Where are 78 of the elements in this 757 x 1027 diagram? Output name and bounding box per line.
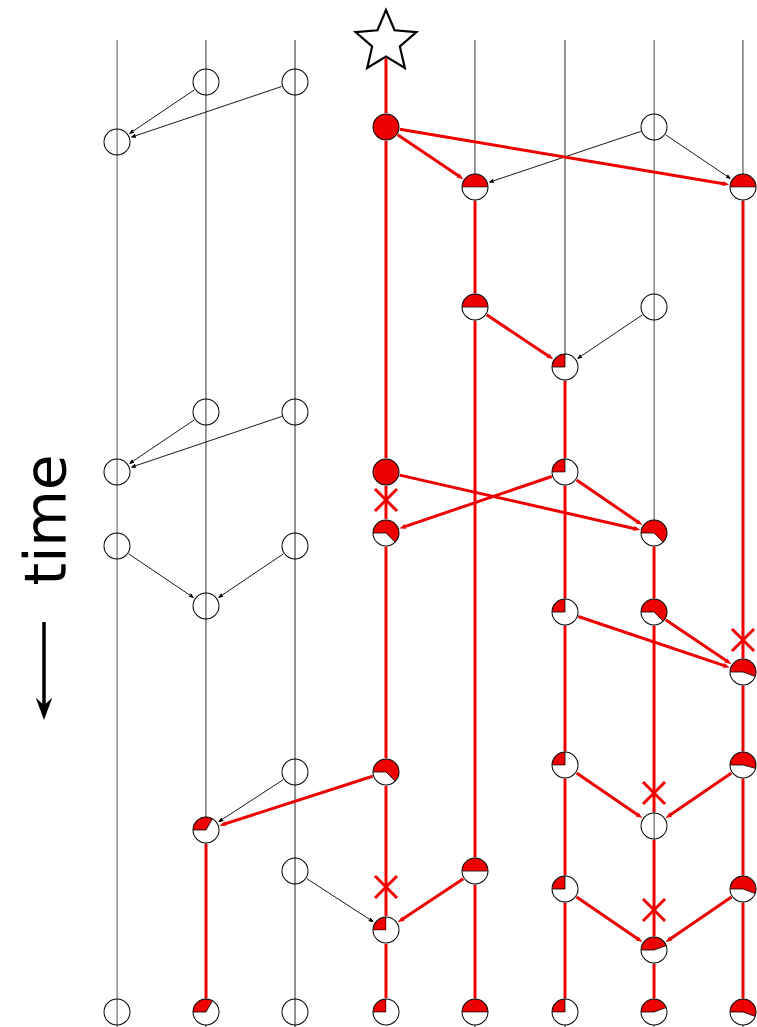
connector-line <box>473 321 477 857</box>
event-circle <box>372 916 400 944</box>
connector-line <box>563 626 567 751</box>
connector-line <box>652 547 656 598</box>
event-circle <box>372 113 400 141</box>
arrow <box>218 553 284 598</box>
event-circle <box>372 998 400 1026</box>
event-circle <box>729 998 757 1026</box>
event-circle <box>461 857 489 885</box>
event-circle <box>640 998 668 1026</box>
connector-line <box>741 686 745 751</box>
connector-line <box>652 840 656 936</box>
event-circle <box>103 458 131 486</box>
event-circle <box>640 598 668 626</box>
event-circle <box>551 353 579 381</box>
arrow <box>129 89 195 134</box>
connector-line <box>384 141 388 458</box>
event-circle <box>551 598 579 626</box>
arrow <box>489 131 642 183</box>
connector-line <box>741 201 745 658</box>
connector-line <box>563 486 567 598</box>
event-circle <box>551 998 579 1026</box>
event-circle <box>461 293 489 321</box>
connector-line <box>652 626 656 812</box>
connector-line <box>563 903 567 998</box>
event-circle <box>729 875 757 903</box>
event-circle <box>551 751 579 779</box>
event-circle <box>281 758 309 786</box>
event-circle <box>640 812 668 840</box>
event-circle <box>372 519 400 547</box>
event-circle <box>729 751 757 779</box>
arrow <box>131 416 283 468</box>
arrow <box>306 878 374 923</box>
connector-line <box>741 903 745 998</box>
event-circle <box>551 875 579 903</box>
event-circle <box>461 173 489 201</box>
event-circle <box>281 398 309 426</box>
event-circle <box>192 816 220 844</box>
event-circle <box>729 658 757 686</box>
event-circle <box>281 532 309 560</box>
event-circle <box>103 998 131 1026</box>
arrow <box>665 134 731 179</box>
connector-line <box>563 779 567 875</box>
event-circle <box>281 857 309 885</box>
axis-label: time <box>21 457 67 584</box>
arrow <box>577 314 643 359</box>
event-circle <box>281 68 309 96</box>
event-circle <box>372 458 400 486</box>
connector-line <box>741 779 745 875</box>
event-circle <box>640 519 668 547</box>
event-circle <box>192 592 220 620</box>
event-circle <box>103 532 131 560</box>
event-circle <box>192 998 220 1026</box>
event-circle <box>640 113 668 141</box>
arrow <box>131 86 283 138</box>
event-circle <box>103 128 131 156</box>
connector-line <box>384 486 388 519</box>
event-circle <box>192 68 220 96</box>
arrow <box>218 779 284 823</box>
event-circle <box>729 173 757 201</box>
arrow <box>128 553 194 598</box>
connector-line <box>204 844 208 998</box>
event-circle <box>640 293 668 321</box>
connector-line <box>384 547 388 758</box>
connector-line <box>473 201 477 293</box>
connector-line <box>384 944 388 998</box>
event-circle <box>372 758 400 786</box>
event-circle <box>640 936 668 964</box>
event-circle <box>192 398 220 426</box>
connector-line <box>652 964 656 998</box>
event-circle <box>281 998 309 1026</box>
connector-line <box>384 786 388 916</box>
event-circle <box>461 998 489 1026</box>
connector-line <box>563 381 567 458</box>
connector-line <box>384 58 388 113</box>
connector-line <box>473 885 477 998</box>
event-circle <box>551 458 579 486</box>
arrow <box>129 419 195 464</box>
